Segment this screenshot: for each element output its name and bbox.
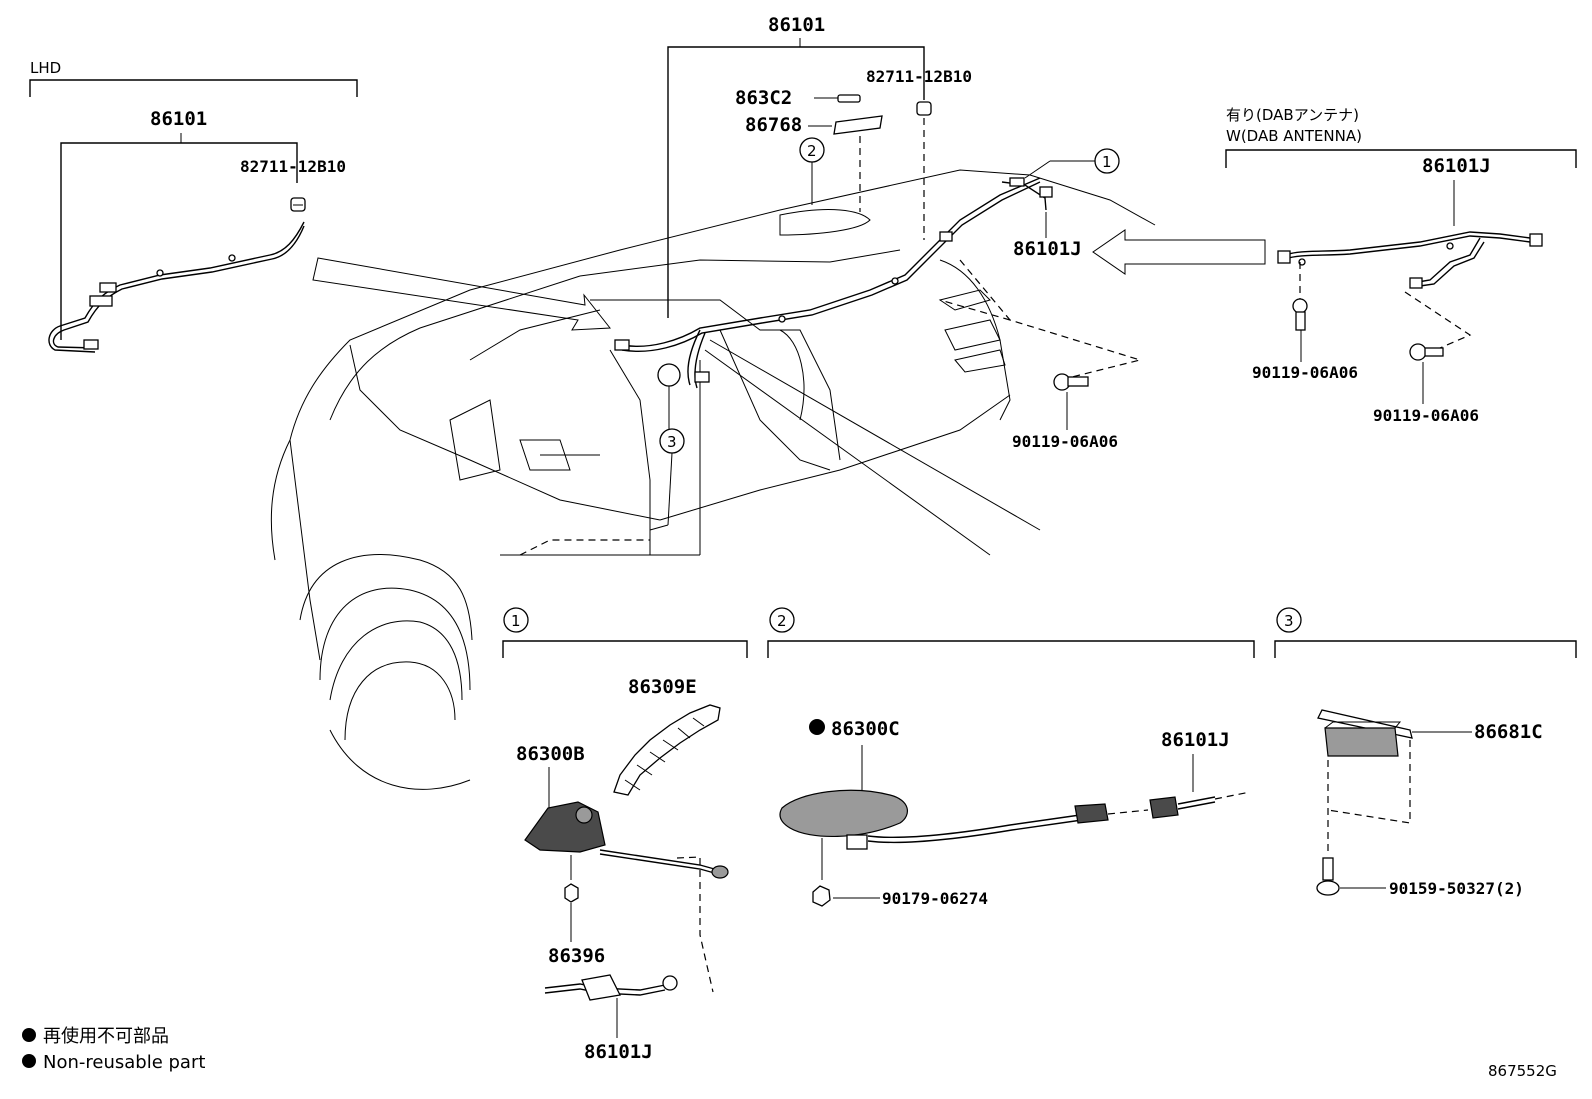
- lhd-wire-harness: [48, 221, 305, 353]
- lhd-harness-bracket: [60, 142, 298, 340]
- detail-2-antenna-part-number: 86300C: [831, 718, 900, 740]
- nut-90179-icon: [812, 885, 831, 907]
- dab-bolt-right-icon: [1409, 343, 1444, 361]
- detail-3: 3 86681C 90159-50327(2): [1274, 607, 1577, 898]
- part-863c2-icon: [837, 94, 861, 103]
- diagram-code: 867552G: [1488, 1062, 1557, 1080]
- lhd-title: LHD: [30, 59, 61, 77]
- antenna-rod-icon: [613, 704, 721, 796]
- legend-dot-en: [22, 1054, 36, 1068]
- non-reusable-dot-86300c: [809, 719, 825, 735]
- detail-1-bracket: [502, 640, 748, 658]
- lhd-harness-part-number: 86101: [150, 108, 207, 130]
- module-86681c-icon: [1317, 709, 1413, 757]
- legend: 再使用不可部品 Non-reusable part: [22, 1026, 205, 1073]
- main-bolt-icon: [1053, 373, 1089, 391]
- main-harness-bracket: [667, 46, 925, 318]
- dab-wire-harness: [1277, 231, 1543, 289]
- detail-1-cable-icon: [544, 974, 678, 1001]
- svg-text:1: 1: [511, 612, 521, 630]
- part-86768-icon: [833, 115, 883, 135]
- svg-text:3: 3: [667, 433, 677, 451]
- detail-2-nut-part-number: 90179-06274: [882, 889, 988, 908]
- screw-90159-icon: [1316, 857, 1340, 896]
- left-pointer-arrow: [312, 257, 611, 331]
- lhd-bracket: [29, 79, 358, 97]
- ring-marker: [657, 363, 681, 387]
- detail-2-bracket: [767, 640, 1255, 658]
- main-bolt-part-number: 90119-06A06: [1012, 432, 1118, 451]
- legend-dot-jp: [22, 1028, 36, 1042]
- dab-harness-part-number: 86101J: [1422, 155, 1491, 177]
- callout-3-main: 3: [649, 428, 685, 531]
- lhd-clip-part-number: 82711-12B10: [240, 157, 346, 176]
- legend-jp-text: 再使用不可部品: [43, 1026, 169, 1047]
- car-rear-outline: [270, 169, 1156, 661]
- dab-bolt-left-icon: [1292, 298, 1308, 331]
- detail-1: 1 86309E 86300B 86396 86101: [502, 607, 748, 1063]
- callout-2-main: 2: [799, 137, 825, 205]
- detail-3-screw-part-number: 90159-50327(2): [1389, 879, 1524, 898]
- detail-3-bracket: [1274, 640, 1577, 658]
- detail-1-cable-part-number: 86101J: [584, 1041, 653, 1063]
- part-86768-number: 86768: [745, 114, 802, 136]
- svg-text:2: 2: [807, 142, 817, 160]
- dab-bracket: [1225, 149, 1577, 168]
- detail-2-cable-part-number: 86101J: [1161, 729, 1230, 751]
- dab-bolt-right-part-number: 90119-06A06: [1373, 406, 1479, 425]
- lhd-section: LHD 86101 82711-12B10: [29, 59, 358, 353]
- detail-1-nut-part-number: 86396: [548, 945, 605, 967]
- main-clip-icon: [916, 101, 932, 116]
- part-863c2-number: 863C2: [735, 87, 792, 109]
- right-pointer-arrow: [1092, 229, 1266, 275]
- detail-2: 2 86300C 90179-06274 86101J: [767, 607, 1255, 908]
- legend-en-text: Non-reusable part: [43, 1052, 205, 1073]
- detail-3-module-part-number: 86681C: [1474, 721, 1543, 743]
- dab-section: 有り(DABアンテナ) W(DAB ANTENNA) 86101J 90119-…: [1225, 106, 1577, 425]
- detail-2-cable-icon: [1149, 791, 1251, 819]
- svg-text:3: 3: [1284, 612, 1294, 630]
- lhd-clip-icon: [290, 197, 306, 212]
- dab-title-jp: 有り(DABアンテナ): [1226, 106, 1359, 124]
- detail-1-base-part-number: 86300B: [516, 743, 585, 765]
- roof-cable-part-number: 86101J: [1013, 238, 1082, 260]
- rear-wheel: [299, 554, 473, 790]
- main-harness-part-number: 86101: [768, 14, 825, 36]
- main-section: 86101 82711-12B10 863C2 86768: [270, 14, 1266, 790]
- detail-1-rod-part-number: 86309E: [628, 676, 697, 698]
- shark-antenna-base-icon: [524, 801, 729, 879]
- dab-title-en: W(DAB ANTENNA): [1226, 127, 1362, 145]
- dab-bolt-left-part-number: 90119-06A06: [1252, 363, 1358, 382]
- main-clip-part-number: 82711-12B10: [866, 67, 972, 86]
- nut-86396-icon: [564, 883, 579, 903]
- main-wire-harness: [614, 177, 1041, 389]
- antenna-pad-86300c-icon: [779, 789, 1109, 850]
- roof-antenna-cable: [1001, 177, 1053, 211]
- callout-1-main: 1: [1024, 148, 1120, 179]
- svg-text:1: 1: [1102, 153, 1112, 171]
- svg-text:2: 2: [777, 612, 787, 630]
